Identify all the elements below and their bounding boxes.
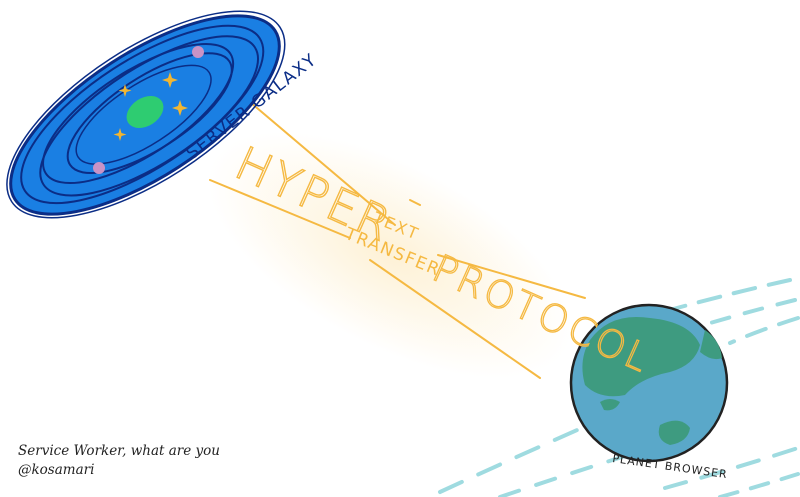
galaxy-planet-top: [192, 46, 204, 58]
orbit-lines: [438, 278, 800, 497]
caption-author: @kosamari: [18, 462, 95, 478]
caption-title: Service Worker, what are you: [18, 443, 220, 459]
galaxy-core: [126, 95, 164, 129]
beam-glow: [208, 131, 572, 379]
stars: [113, 72, 188, 141]
planet-browser: [569, 303, 729, 463]
galaxy-planet-left: [93, 162, 105, 174]
caption: Service Worker, what are you @kosamari: [18, 442, 220, 480]
beam-lines: [209, 101, 586, 379]
